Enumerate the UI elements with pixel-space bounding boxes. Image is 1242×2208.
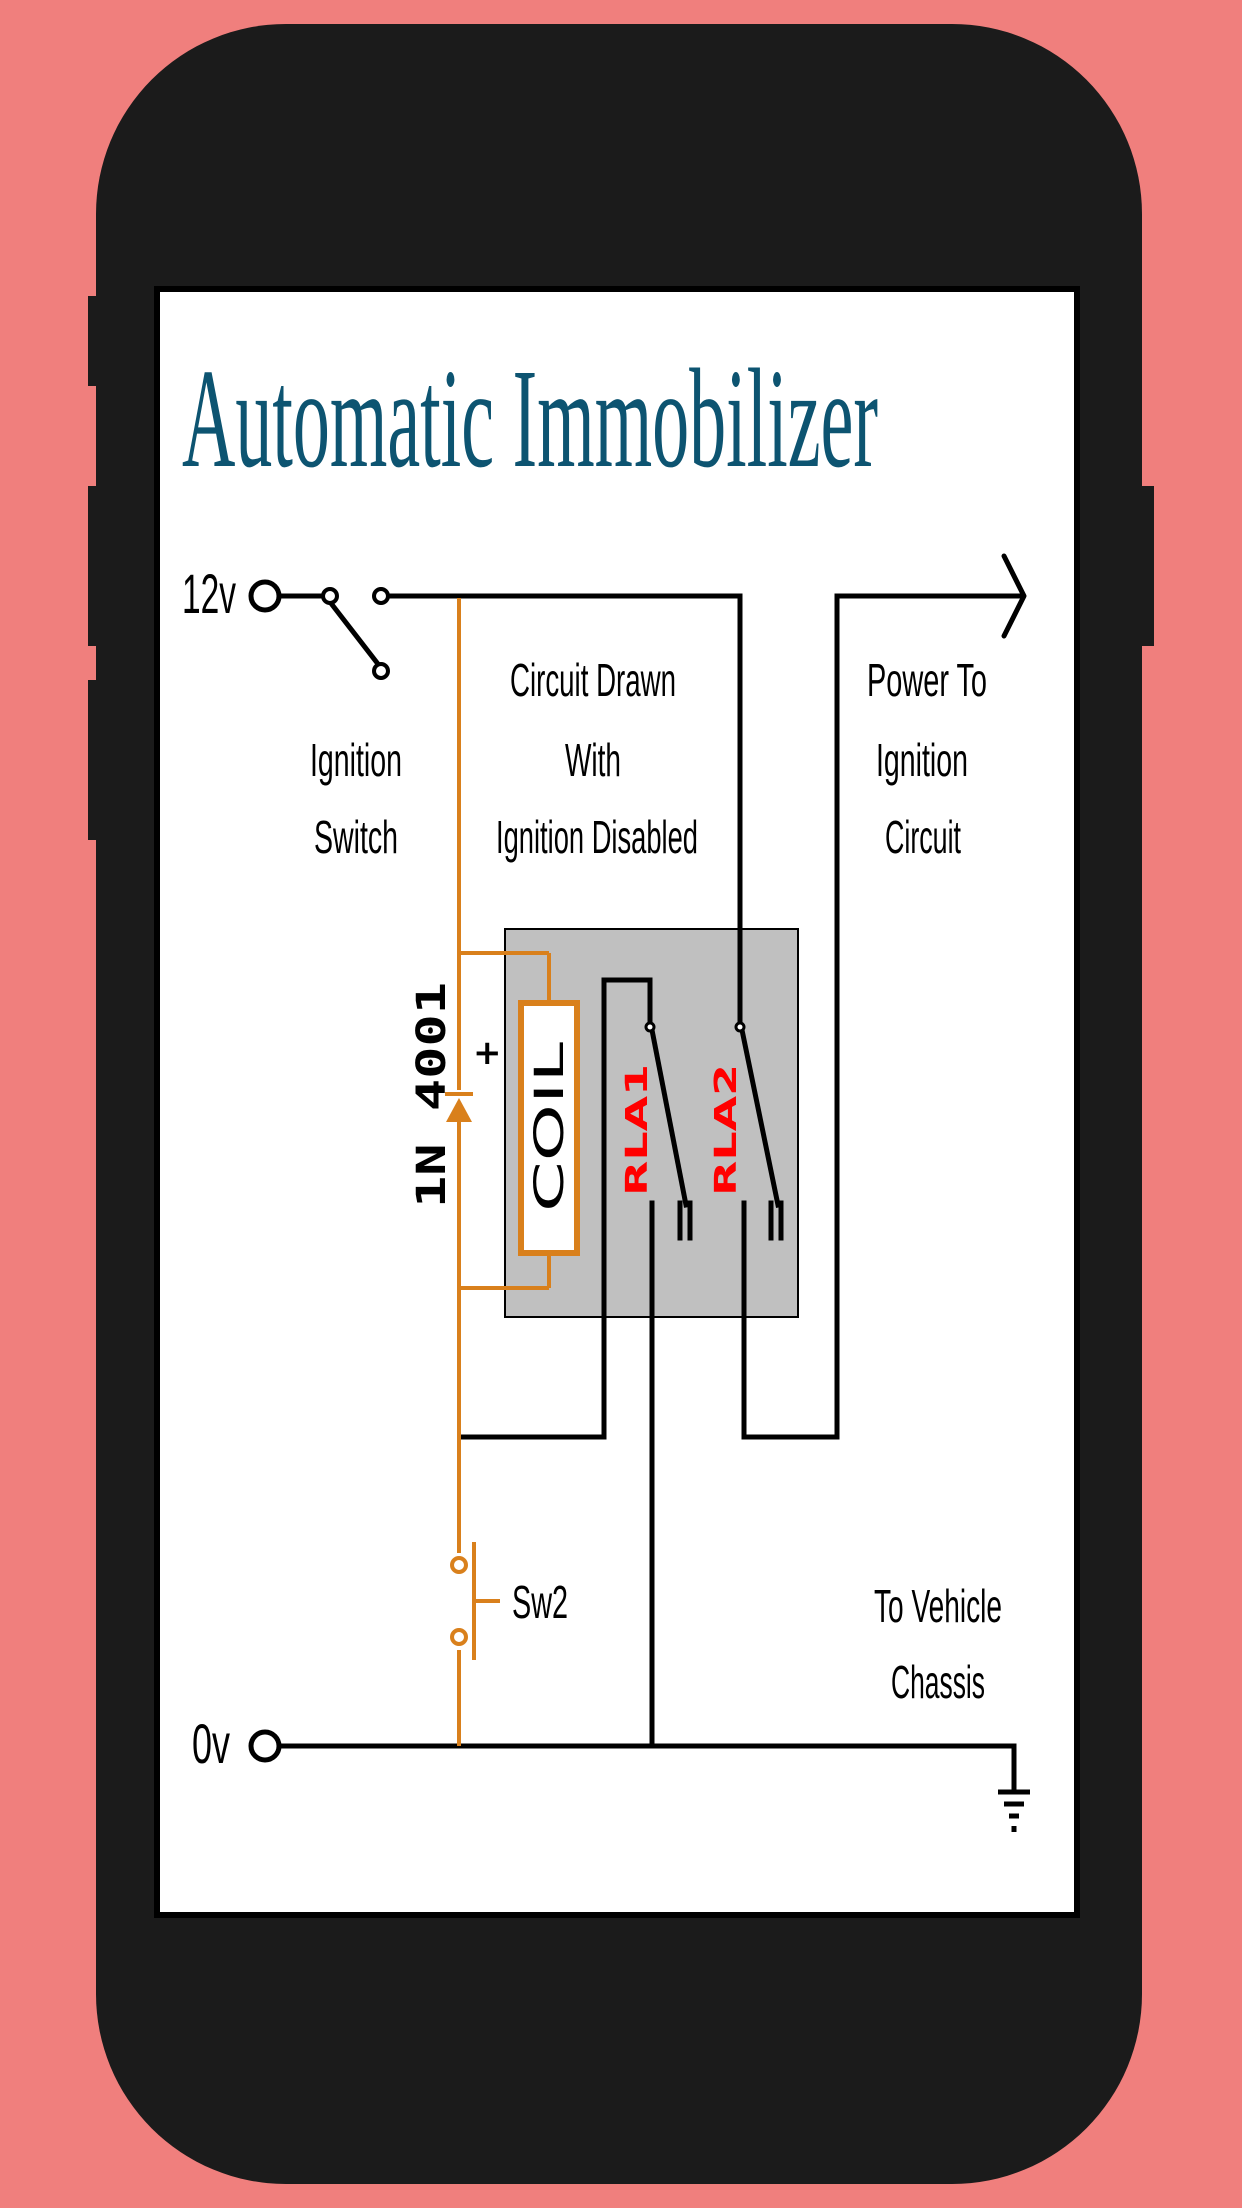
coil-label: COIL — [527, 1041, 573, 1212]
power-output-label-2: Ignition — [876, 734, 968, 786]
coil-body — [518, 1000, 580, 1256]
diode-icon — [445, 1092, 473, 1122]
relay2-label: RLA2 — [709, 1064, 744, 1196]
volume-up-button — [88, 296, 102, 386]
power-button — [1138, 486, 1154, 646]
ignition-switch-label-1: Ignition — [310, 734, 402, 786]
terminal-12v-icon — [248, 579, 282, 613]
push-switch-icon — [450, 1542, 500, 1660]
ignition-pivot-icon — [321, 587, 339, 605]
ignition-contact-top-icon — [372, 587, 390, 605]
page-title: Automatic Immobilizer — [182, 339, 878, 497]
terminal-12v-label: 12v — [182, 562, 236, 625]
power-output-label-3: Circuit — [885, 811, 961, 863]
chassis-label-2: Chassis — [891, 1656, 985, 1708]
black-wiring — [277, 553, 1027, 1793]
diode-polarity-label: + — [473, 1033, 502, 1073]
mute-button — [88, 680, 102, 840]
ignition-switch-label-2: Switch — [314, 811, 398, 863]
terminal-0v-label: 0v — [192, 1712, 230, 1775]
ignition-contact-bottom-icon — [372, 662, 390, 680]
rla2-blade — [739, 1027, 781, 1208]
ignition-switch-blade — [326, 598, 382, 668]
chassis-label-1: To Vehicle — [874, 1580, 1002, 1632]
terminal-0v-icon — [248, 1729, 282, 1763]
note-line-3: Ignition Disabled — [496, 811, 698, 863]
ground-icon — [998, 1789, 1030, 1832]
note-line-2: With — [565, 734, 621, 786]
relay1-label: RLA1 — [620, 1064, 655, 1196]
power-output-label-1: Power To — [867, 654, 987, 706]
orange-wiring — [457, 598, 551, 1746]
diode-label: 1N 4001 — [409, 982, 455, 1208]
volume-down-button — [88, 486, 102, 646]
power-arrow — [1001, 553, 1027, 639]
rla1-blade — [649, 1027, 689, 1208]
switch2-label: Sw2 — [512, 1576, 568, 1628]
note-line-1: Circuit Drawn — [510, 654, 676, 706]
